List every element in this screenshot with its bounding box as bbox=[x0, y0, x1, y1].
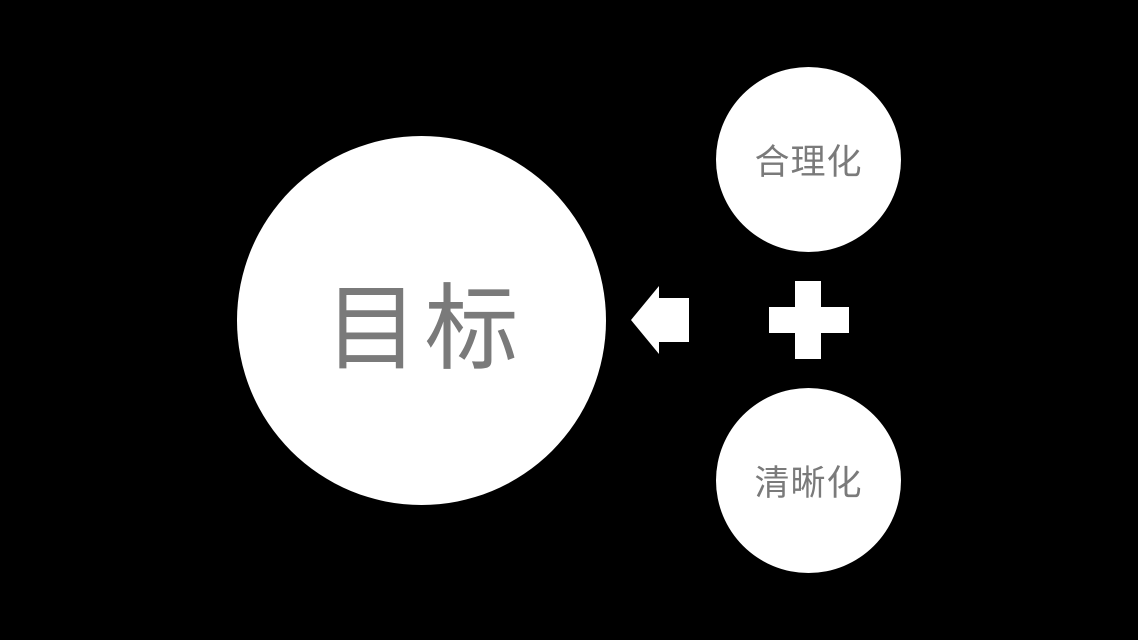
goal-node: 目标 bbox=[237, 136, 606, 505]
clarify-label: 清晰化 bbox=[754, 464, 863, 504]
clarify-node: 清晰化 bbox=[716, 388, 901, 573]
plus-icon bbox=[769, 281, 849, 359]
goal-label: 目标 bbox=[324, 274, 525, 384]
rationalize-label: 合理化 bbox=[754, 143, 863, 183]
rationalize-node: 合理化 bbox=[716, 67, 901, 252]
arrow-left-icon bbox=[631, 286, 689, 354]
